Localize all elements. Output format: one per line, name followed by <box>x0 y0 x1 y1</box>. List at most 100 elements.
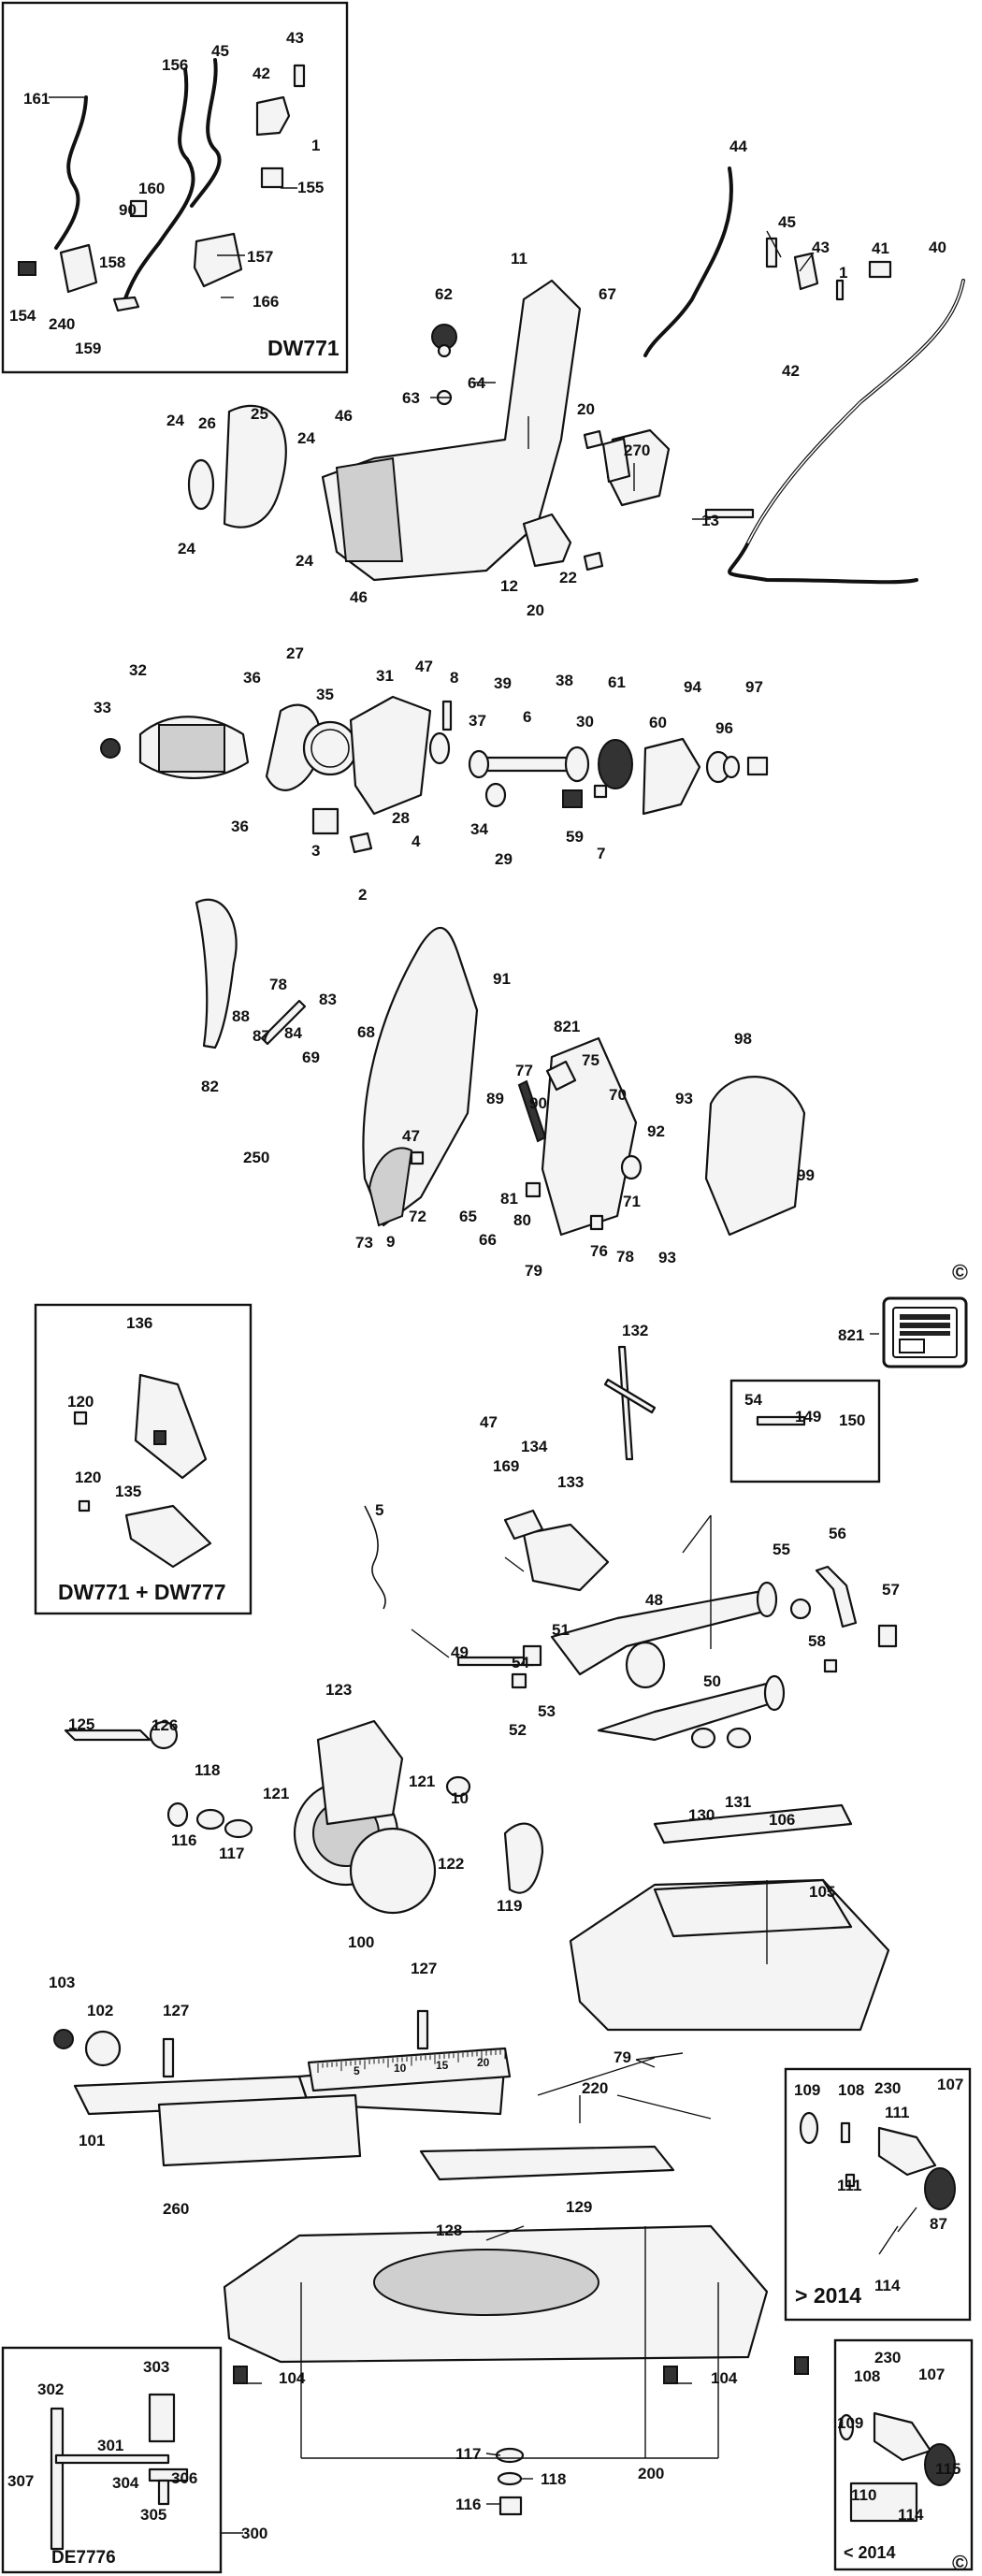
part-label: 32 <box>129 661 147 679</box>
part-label: 307 <box>7 2472 34 2490</box>
part-label: 22 <box>559 569 577 586</box>
part-label: 304 <box>112 2474 139 2492</box>
part-label: 66 <box>479 1231 497 1249</box>
part-label: 34 <box>470 820 488 838</box>
part-label: 7 <box>597 845 605 862</box>
part-label: 100 <box>348 1933 374 1951</box>
part-label: 73 <box>355 1234 373 1252</box>
part-label: 127 <box>411 1960 437 1977</box>
part-label: 156 <box>162 56 188 74</box>
part-label: 114 <box>874 2277 901 2294</box>
part-label: 76 <box>590 1242 608 1260</box>
part-label: 79 <box>525 1262 542 1280</box>
part-label: 306 <box>171 2469 197 2487</box>
part-label: 24 <box>178 540 195 557</box>
part-label: 90 <box>119 201 137 219</box>
part-label: 135 <box>115 1483 141 1500</box>
part-label: 55 <box>773 1541 790 1558</box>
part-label: 77 <box>515 1062 533 1079</box>
part-label: 38 <box>556 672 573 689</box>
part-label: 122 <box>438 1855 464 1873</box>
dw771-wiring-parts <box>18 58 306 312</box>
part-label: 110 <box>851 2486 876 2504</box>
inset-box-dw771-dw777 <box>34 1303 253 1615</box>
part-label: 118 <box>195 1761 220 1779</box>
part-label: 117 <box>455 2445 481 2463</box>
part-label: 47 <box>415 658 433 675</box>
part-label: 27 <box>286 644 304 662</box>
part-label: 132 <box>622 1322 648 1339</box>
handle-parts <box>73 1373 212 1569</box>
part-label: 72 <box>409 1208 426 1225</box>
part-label: 40 <box>929 239 946 256</box>
part-label: 30 <box>576 713 594 731</box>
part-label: 35 <box>316 686 334 703</box>
part-label: 64 <box>468 374 485 392</box>
ruler-tick-label: 20 <box>477 2056 490 2069</box>
part-label: 88 <box>232 1007 250 1025</box>
part-label: 87 <box>930 2215 947 2233</box>
part-label: 159 <box>75 340 101 357</box>
inset-box-bracket <box>729 1379 881 1483</box>
part-label: 120 <box>75 1469 101 1486</box>
part-label: 26 <box>198 414 216 432</box>
part-label: 106 <box>769 1811 795 1829</box>
part-label: 39 <box>494 674 512 692</box>
part-label: 79 <box>614 2048 631 2066</box>
part-label: 43 <box>286 29 304 47</box>
part-label: 260 <box>163 2200 189 2218</box>
part-label: 169 <box>493 1457 519 1475</box>
part-label: 97 <box>745 678 763 696</box>
part-label: 33 <box>94 699 111 716</box>
inset-box-dw771 <box>1 1 349 374</box>
part-label: 36 <box>231 818 249 835</box>
part-label: 230 <box>874 2079 901 2097</box>
ruler-tick-label: 15 <box>436 2059 449 2072</box>
part-label: 161 <box>23 90 50 108</box>
stop-parts-before-2014 <box>838 2411 956 2523</box>
part-label: 37 <box>469 712 486 730</box>
part-label: 10 <box>451 1789 469 1807</box>
part-label: 92 <box>647 1122 665 1140</box>
part-label: 93 <box>658 1249 676 1266</box>
part-label: 300 <box>241 2525 267 2542</box>
blade-guard-assembly <box>195 898 806 1237</box>
part-label: 116 <box>455 2496 481 2513</box>
part-label: 94 <box>684 678 701 696</box>
part-label: 12 <box>500 577 518 595</box>
part-label: 87 <box>253 1027 270 1045</box>
part-label: 131 <box>725 1793 751 1811</box>
part-label: 120 <box>67 1393 94 1411</box>
copyright-mark: © <box>952 1260 968 1284</box>
part-label: 67 <box>599 285 616 303</box>
inset-box-de7776 <box>1 2346 223 2574</box>
part-label: 24 <box>297 429 315 447</box>
part-label: 82 <box>201 1078 219 1095</box>
part-label: 5 <box>375 1501 383 1519</box>
part-label: 60 <box>649 714 667 731</box>
part-label: 109 <box>837 2414 863 2432</box>
part-label: 20 <box>527 601 544 619</box>
part-label: 121 <box>409 1773 435 1790</box>
part-label: 107 <box>918 2366 945 2383</box>
part-label: 270 <box>624 441 650 459</box>
turntable-assembly <box>53 1878 890 2167</box>
part-label: 109 <box>794 2081 820 2099</box>
part-label: 42 <box>253 65 270 82</box>
part-label: 52 <box>509 1721 527 1739</box>
part-label: 49 <box>451 1643 469 1661</box>
part-label: 93 <box>675 1090 693 1107</box>
part-label: 303 <box>143 2358 169 2376</box>
part-label: 61 <box>608 673 626 691</box>
part-label: 101 <box>79 2132 105 2149</box>
part-label: 102 <box>87 2002 113 2019</box>
part-label: 58 <box>808 1632 826 1650</box>
part-label: 2 <box>358 886 367 904</box>
part-label: 6 <box>523 708 531 726</box>
part-label: 13 <box>701 512 719 529</box>
part-label: 91 <box>493 970 511 988</box>
part-label: 11 <box>511 250 527 268</box>
part-label: 4 <box>412 832 421 850</box>
part-label: 98 <box>734 1030 752 1048</box>
part-label: 25 <box>251 405 268 423</box>
